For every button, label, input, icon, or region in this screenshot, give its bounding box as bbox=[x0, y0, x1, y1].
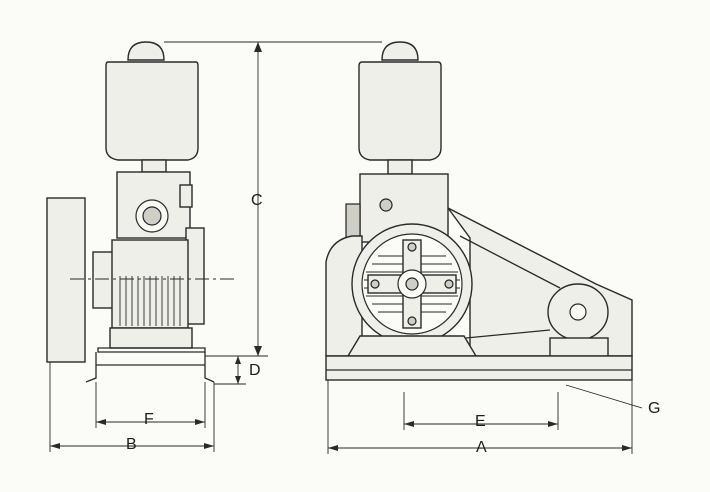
front-oil-plug bbox=[379, 198, 393, 212]
dim-g-leader bbox=[565, 384, 643, 409]
dim-c-arrow-bottom bbox=[254, 346, 262, 356]
dim-label-a: A bbox=[476, 439, 487, 456]
dim-c-arrow-top bbox=[254, 42, 262, 52]
front-fan-saddle bbox=[346, 335, 478, 357]
side-motor-body bbox=[105, 61, 199, 161]
dim-a-arrow-right bbox=[622, 445, 632, 451]
front-fan-hub-center bbox=[405, 277, 419, 291]
front-motor-cap bbox=[381, 41, 419, 61]
dim-a-arrow-left bbox=[328, 445, 338, 451]
dimension-lines bbox=[49, 41, 643, 454]
front-motor-mount bbox=[549, 337, 609, 357]
front-frame-arch bbox=[325, 235, 363, 357]
dim-e-arrow-right bbox=[548, 421, 558, 427]
front-motor-neck bbox=[387, 159, 413, 175]
front-bolt-right bbox=[444, 279, 454, 289]
side-fins bbox=[119, 276, 181, 326]
front-motor-body bbox=[358, 61, 442, 161]
front-bolt-bottom bbox=[407, 316, 417, 326]
dim-b-arrow-left bbox=[50, 443, 60, 449]
front-belt-guard bbox=[447, 207, 633, 357]
dim-label-g: G bbox=[648, 400, 661, 417]
dim-b-arrow-right bbox=[204, 443, 214, 449]
front-pulley-hub bbox=[569, 303, 587, 321]
front-bolt-top bbox=[407, 242, 417, 252]
side-base-block bbox=[109, 327, 193, 349]
side-housing-tab bbox=[179, 184, 193, 208]
front-bolt-left bbox=[370, 279, 380, 289]
front-belt-upper bbox=[459, 235, 561, 289]
side-motor-cap bbox=[127, 41, 165, 61]
dim-label-d: D bbox=[249, 362, 261, 379]
front-view bbox=[325, 41, 633, 381]
front-side-valve bbox=[345, 203, 361, 239]
dim-label-b: B bbox=[126, 436, 137, 453]
side-feet bbox=[85, 352, 215, 383]
side-pulley-plate bbox=[46, 197, 86, 363]
side-view bbox=[46, 41, 238, 383]
dim-d-arrow-bottom bbox=[235, 376, 241, 384]
dim-label-f: F bbox=[144, 411, 154, 428]
dim-f-arrow-right bbox=[195, 419, 205, 425]
dim-e-arrow-left bbox=[404, 421, 414, 427]
side-inlet-port-inner bbox=[142, 206, 162, 226]
side-motor-neck bbox=[141, 159, 167, 173]
side-base-rail bbox=[97, 347, 206, 353]
front-base-plate bbox=[325, 355, 633, 381]
front-belt-lower bbox=[465, 329, 551, 339]
dim-label-e: E bbox=[475, 413, 486, 430]
dim-d-arrow-top bbox=[235, 356, 241, 364]
dim-f-arrow-left bbox=[96, 419, 106, 425]
dim-label-c: C bbox=[251, 192, 263, 209]
